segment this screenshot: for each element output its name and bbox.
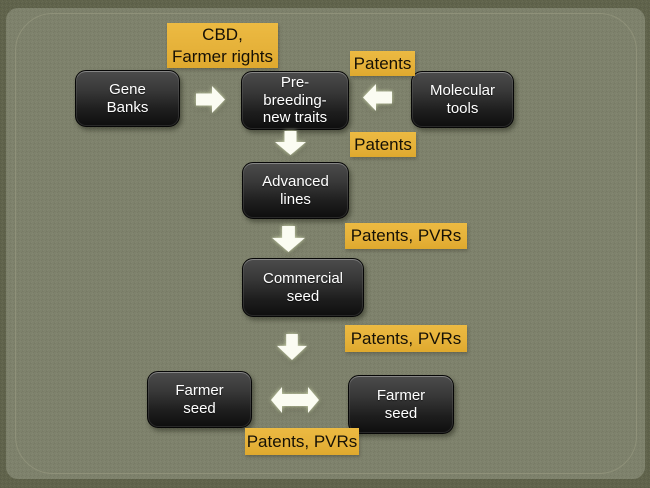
arrow-down-icon bbox=[272, 226, 305, 252]
node-gene-banks: Gene Banks bbox=[75, 70, 180, 127]
node-farmer-seed-left: Farmer seed bbox=[147, 371, 252, 428]
node-pre-breeding: Pre- breeding- new traits bbox=[241, 71, 349, 130]
label-patents-prebreeding: Patents bbox=[350, 132, 416, 157]
node-commercial-seed: Commercial seed bbox=[242, 258, 364, 317]
arrow-left-icon bbox=[363, 84, 392, 111]
node-advanced-lines: Advanced lines bbox=[242, 162, 349, 219]
label-patents-pvrs-advanced: Patents, PVRs bbox=[345, 223, 467, 249]
node-farmer-seed-right: Farmer seed bbox=[348, 375, 454, 434]
label-cbd-farmer-rights: CBD, Farmer rights bbox=[167, 23, 278, 68]
arrow-down-icon bbox=[277, 334, 307, 360]
arrow-left-right-icon bbox=[271, 387, 319, 413]
label-patents-pvrs-commercial: Patents, PVRs bbox=[345, 325, 467, 352]
arrow-down-icon bbox=[275, 131, 306, 155]
label-patents-pvrs-farmer: Patents, PVRs bbox=[245, 428, 359, 455]
node-molecular-tools: Molecular tools bbox=[411, 71, 514, 128]
label-patents-molecular: Patents bbox=[350, 51, 415, 76]
arrow-right-icon bbox=[196, 86, 225, 113]
